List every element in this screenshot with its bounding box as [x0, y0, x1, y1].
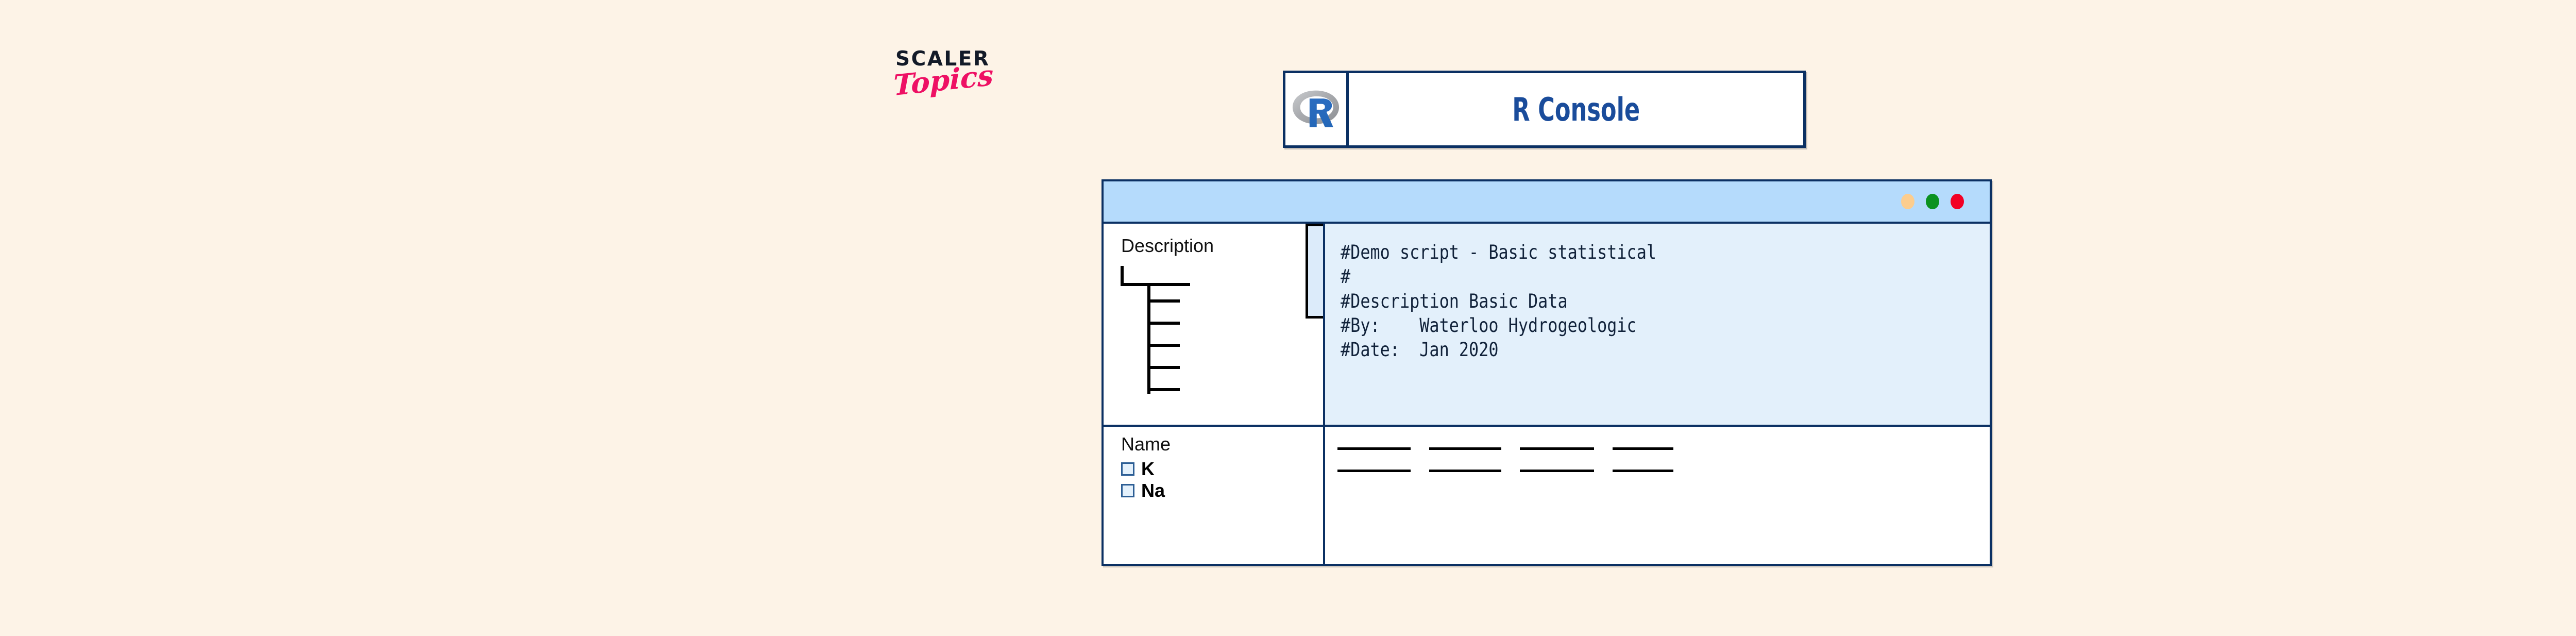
window-controls	[1901, 194, 1964, 209]
placeholder-dash	[1520, 447, 1594, 450]
window-body: Description Name	[1104, 224, 1990, 564]
checkbox-k[interactable]	[1121, 462, 1134, 476]
name-panel-label: Name	[1121, 433, 1171, 455]
tree-branch-graphic	[1121, 266, 1190, 394]
name-panel: Name K Na	[1104, 427, 1323, 564]
r-logo-cell	[1285, 73, 1349, 145]
placeholder-dash	[1613, 470, 1673, 472]
checkbox-na[interactable]	[1121, 484, 1134, 497]
code-line: #Date: Jan 2020	[1341, 339, 1499, 361]
placeholder-dash	[1429, 447, 1501, 450]
vertical-scrollbar-thumb[interactable]	[1306, 224, 1323, 319]
output-panel	[1325, 427, 1990, 564]
description-tree-panel[interactable]: Description	[1104, 224, 1323, 427]
code-line: #By: Waterloo Hydrogeologic	[1341, 314, 1637, 337]
placeholder-dash	[1337, 470, 1411, 472]
list-item[interactable]: Na	[1121, 481, 1323, 500]
placeholder-dash	[1613, 447, 1673, 450]
code-editor-panel[interactable]: #Demo script - Basic statistical # #Desc…	[1325, 224, 1990, 427]
r-console-title-cell: R Console	[1349, 73, 1803, 145]
right-content-column: #Demo script - Basic statistical # #Desc…	[1325, 224, 1990, 564]
maximize-button[interactable]	[1926, 194, 1939, 209]
code-line: #	[1341, 265, 1351, 288]
minimize-button[interactable]	[1901, 194, 1914, 209]
table-row	[1325, 447, 1990, 450]
r-language-logo-icon	[1289, 82, 1343, 136]
list-item[interactable]: K	[1121, 460, 1323, 478]
r-console-title-text: R Console	[1512, 90, 1640, 128]
table-row	[1325, 470, 1990, 472]
window-titlebar	[1104, 181, 1990, 224]
name-label-k: K	[1141, 458, 1155, 479]
name-label-na: Na	[1141, 480, 1165, 501]
description-panel-label: Description	[1121, 235, 1214, 256]
brand-topics-text: Topics	[893, 58, 994, 103]
r-console-window: Description Name	[1101, 179, 1992, 566]
r-console-title-box: R Console	[1283, 71, 1806, 148]
placeholder-dash	[1520, 470, 1594, 472]
placeholder-dash	[1429, 470, 1501, 472]
code-line: #Demo script - Basic statistical	[1341, 241, 1657, 263]
brand-scaler-text: SCALER	[895, 47, 990, 71]
scaler-topics-logo: SCALER Topics	[893, 47, 1050, 131]
placeholder-dash	[1337, 447, 1411, 450]
left-sidebar: Description Name	[1104, 224, 1325, 564]
code-line: #Description Basic Data	[1341, 290, 1568, 312]
close-button[interactable]	[1951, 194, 1964, 209]
